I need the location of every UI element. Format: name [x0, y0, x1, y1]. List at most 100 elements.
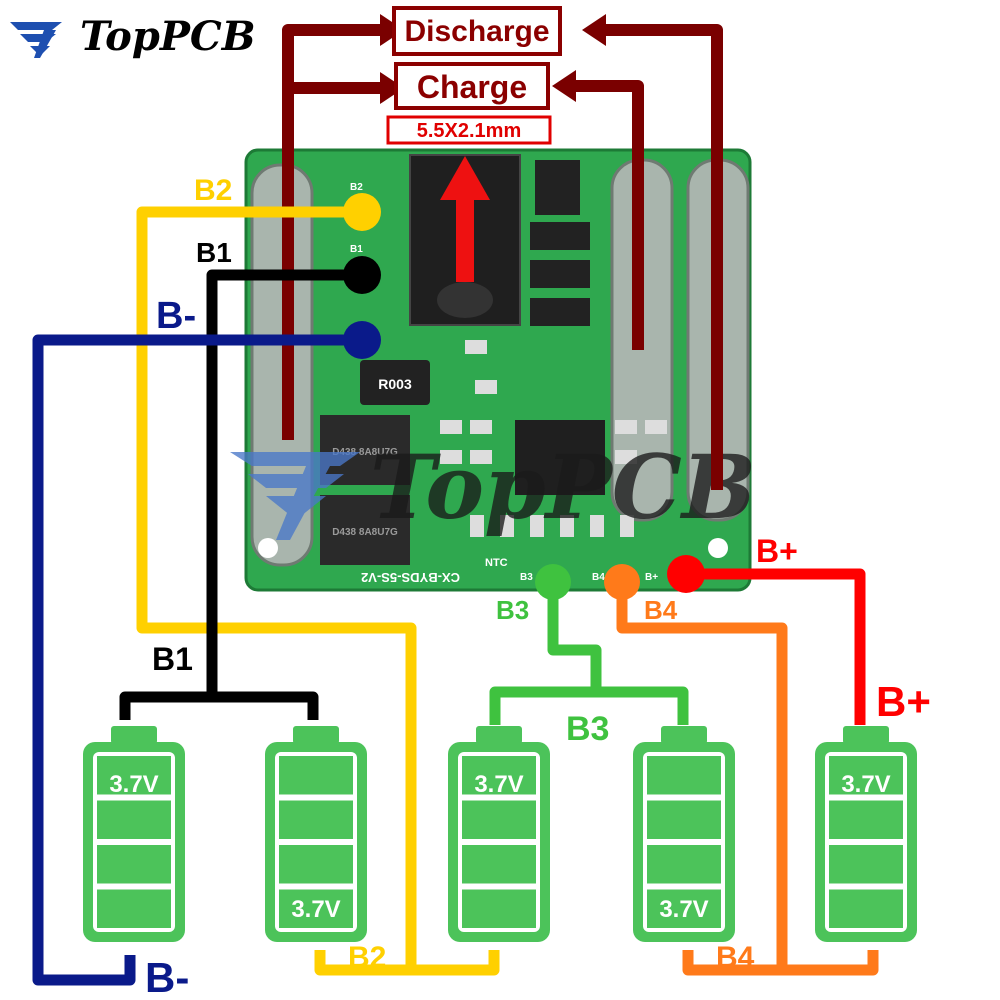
battery-level-segment	[462, 889, 536, 928]
diode-3	[530, 298, 590, 326]
battery-terminal	[111, 726, 157, 744]
battery-level-segment	[462, 800, 536, 839]
smd-part	[615, 420, 637, 434]
logo-text: TopPCB	[80, 13, 256, 60]
mosfet-1-marking: D438 8A8U7G	[332, 447, 398, 458]
smd-part	[440, 420, 462, 434]
battery-cell: 3.7V	[633, 726, 735, 942]
smd-part	[470, 515, 484, 537]
battery-level-segment	[462, 756, 536, 795]
b1-label-top: B1	[196, 237, 232, 268]
arrow-left-icon	[552, 70, 576, 102]
b1-label-lower: B1	[152, 641, 193, 677]
shunt-resistor	[360, 360, 430, 405]
battery-level-segment	[462, 845, 536, 884]
battery-level-segment	[829, 845, 903, 884]
battery-terminal	[293, 726, 339, 744]
battery-level-segment	[647, 800, 721, 839]
battery-voltage-label: 3.7V	[109, 771, 158, 798]
battery-level-segment	[97, 756, 171, 795]
battery-level-segment	[647, 756, 721, 795]
arrow-right-icon	[380, 72, 404, 104]
b4-solder-pad	[604, 564, 640, 600]
jack-spec-box: 5.5X2.1mm	[386, 115, 552, 145]
b2-solder-pad	[343, 193, 381, 231]
wire-bplus	[686, 568, 866, 725]
bplus-label-lower: B+	[876, 678, 931, 725]
battery-inner	[275, 752, 357, 932]
battery-level-segment	[279, 800, 353, 839]
silk-b2-text: B2	[350, 182, 363, 193]
battery-inner	[643, 752, 725, 932]
discharge-wire-right	[602, 24, 723, 490]
dc-jack-barrel	[437, 282, 493, 318]
b4-label-bottom: B4	[716, 941, 755, 974]
battery-level-segment	[279, 845, 353, 884]
battery-level-segment	[97, 845, 171, 884]
smd-part	[470, 450, 492, 464]
bminus-label-top: B-	[156, 295, 196, 337]
battery-cells: 3.7V 3.7V 3.7V 3.7V 3.7V	[83, 726, 917, 942]
arrow-up-icon	[440, 156, 490, 200]
battery-terminal	[661, 726, 707, 744]
battery-level-segment	[279, 889, 353, 928]
toppcb-watermark: TopPCB	[230, 435, 756, 540]
mosfet-2	[320, 495, 410, 565]
wire-bminus	[32, 334, 362, 986]
mounting-hole	[258, 538, 278, 558]
charge-box: Charge	[394, 62, 550, 110]
battery-cell: 3.7V	[815, 726, 917, 942]
charge-discharge-wiring	[282, 24, 723, 490]
charge-label: Charge	[417, 69, 527, 105]
jack-spec-label: 5.5X2.1mm	[417, 120, 522, 142]
b3-label-board: B3	[496, 595, 529, 625]
ic-top	[535, 160, 580, 215]
charge-input-arrow	[440, 156, 490, 282]
bms-controller-ic	[515, 420, 605, 495]
diode-1	[530, 222, 590, 250]
battery-inner	[458, 752, 540, 932]
battery-level-segment	[647, 845, 721, 884]
b1-solder-pad	[343, 256, 381, 294]
watermark-emblem-icon	[230, 452, 360, 540]
arrow-left-icon	[582, 14, 606, 46]
charge-wire-right	[572, 80, 644, 350]
smd-part	[590, 515, 604, 537]
battery-cell: 3.7V	[448, 726, 550, 942]
wire-b1	[119, 269, 362, 720]
smd-part	[500, 515, 514, 537]
battery-level-segment	[97, 800, 171, 839]
battery-voltage-label: 3.7V	[659, 896, 708, 923]
battery-level-segment	[279, 756, 353, 795]
mosfet-2-marking: D438 8A8U7G	[332, 527, 398, 538]
wire-b3	[489, 582, 689, 725]
b2-label-bottom: B2	[348, 941, 386, 974]
toppcb-logo: TopPCB	[10, 13, 256, 60]
smd-part	[620, 515, 634, 537]
b4-label-board: B4	[644, 595, 678, 625]
battery-level-segment	[97, 889, 171, 928]
smd-part	[530, 515, 544, 537]
silk-model-text: CX-BYDS-5S-V2	[361, 570, 460, 585]
smd-part	[440, 450, 462, 464]
battery-cell: 3.7V	[265, 726, 367, 942]
mounting-hole	[708, 538, 728, 558]
battery-cell: 3.7V	[83, 726, 185, 942]
battery-level-segment	[829, 756, 903, 795]
smd-part	[465, 340, 487, 354]
b3-solder-pad	[535, 564, 571, 600]
battery-level-segment	[829, 889, 903, 928]
bplus-solder-pad	[667, 555, 705, 593]
silk-b4-text: B4	[592, 572, 605, 583]
wire-b4	[616, 582, 879, 976]
smd-part	[475, 380, 497, 394]
battery-terminal	[843, 726, 889, 744]
battery-voltage-label: 3.7V	[291, 896, 340, 923]
bminus-solder-pad	[343, 321, 381, 359]
watermark-text: TopPCB	[370, 435, 756, 539]
battery-level-segment	[647, 889, 721, 928]
battery-voltage-label: 3.7V	[474, 771, 523, 798]
smd-part	[615, 450, 637, 464]
b2-label-top: B2	[194, 174, 232, 207]
